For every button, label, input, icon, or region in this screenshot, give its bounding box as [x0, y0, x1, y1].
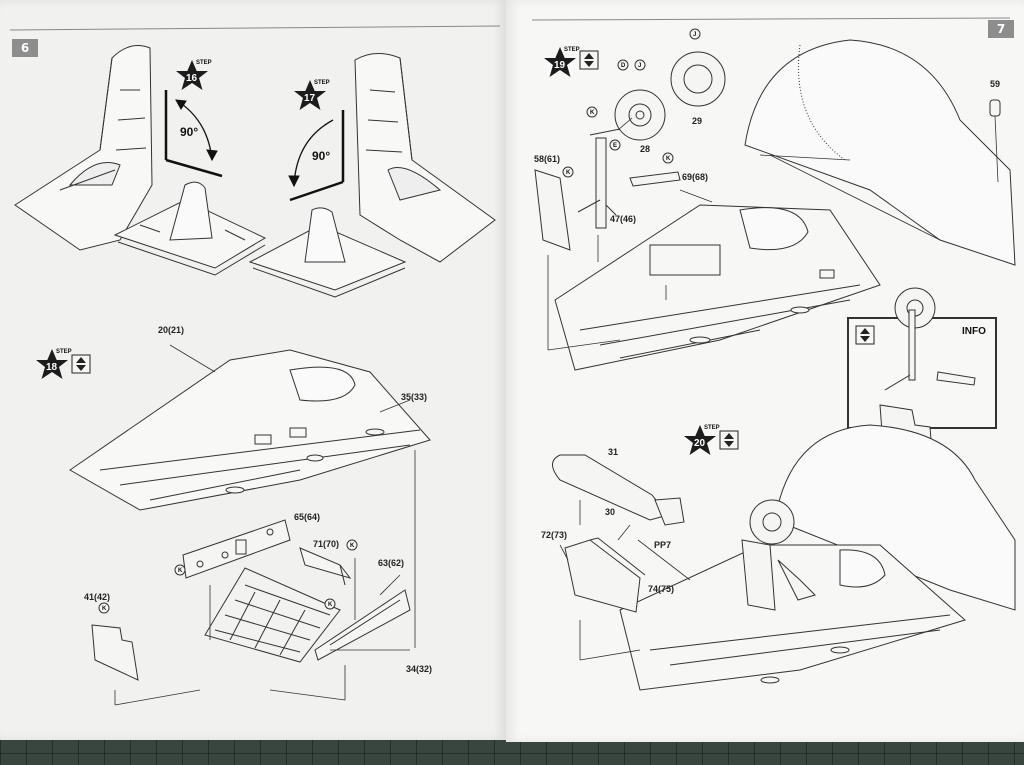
leader-lines-20	[559, 500, 691, 661]
angle-label-17: 90°	[312, 149, 330, 163]
svg-text:K: K	[666, 156, 671, 162]
svg-text:K: K	[590, 110, 595, 116]
fuselage-20	[774, 424, 1016, 611]
part-label-72-73: 72(73)	[541, 530, 567, 540]
wheel-hub-29	[670, 51, 726, 107]
wing-panel-63	[314, 589, 411, 661]
svg-text:K: K	[350, 543, 355, 549]
svg-text:STEP: STEP	[314, 80, 330, 86]
part-label-35-33: 35(33)	[401, 392, 427, 402]
angle-guide-16	[164, 90, 223, 178]
part-label-31: 31	[608, 447, 618, 457]
part-label-41-42: 41(42)	[84, 592, 110, 602]
part-label-30: 30	[605, 507, 615, 517]
tail-fin-left	[14, 45, 153, 251]
svg-text:STEP: STEP	[56, 349, 72, 355]
svg-text:17: 17	[304, 93, 316, 104]
step-badge-19: 19 STEP	[544, 47, 599, 77]
part-label-20-21: 20(21)	[158, 325, 184, 335]
svg-text:STEP: STEP	[704, 425, 720, 431]
step-badge-20: 20 STEP	[684, 425, 739, 455]
small-part-59	[989, 99, 1001, 117]
part-label-71-70: 71(70)	[313, 539, 339, 549]
svg-text:K: K	[328, 602, 333, 608]
stabilizer-right	[248, 207, 407, 298]
part-label-29: 29	[692, 116, 702, 126]
page-number-left: 6	[12, 39, 38, 57]
step-badge-17: 17 STEP	[294, 80, 330, 110]
info-label: INFO	[962, 326, 986, 337]
wheel-28	[614, 89, 666, 141]
gear-door-41	[91, 624, 139, 681]
step-badge-16: 16 STEP	[176, 60, 212, 90]
svg-text:STEP: STEP	[564, 47, 580, 53]
svg-text:16: 16	[186, 73, 198, 84]
gear-doors-72-74	[564, 537, 646, 613]
svg-text:19: 19	[554, 60, 566, 71]
svg-text:K: K	[178, 568, 183, 574]
info-box: INFO	[847, 287, 997, 454]
angle-guide-17	[288, 110, 345, 202]
page-number-right: 7	[988, 20, 1014, 38]
wing-section-18	[69, 349, 431, 511]
svg-text:18: 18	[46, 362, 58, 373]
wing-section-19	[554, 204, 881, 371]
fuselage-19	[744, 39, 1016, 266]
callout-tags: K D J E K K K K K K J	[98, 28, 701, 614]
part-label-74-75: 74(75)	[648, 584, 674, 594]
wheel-well-insert	[204, 567, 341, 663]
svg-text:J: J	[693, 32, 696, 38]
svg-text:STEP: STEP	[196, 60, 212, 66]
svg-text:E: E	[613, 143, 617, 149]
part-label-65-64: 65(64)	[294, 512, 320, 522]
retraction-arm-69	[629, 171, 681, 187]
svg-text:J: J	[638, 63, 641, 69]
gear-door-58	[534, 169, 571, 251]
svg-text:K: K	[102, 606, 107, 612]
part-71-piece	[299, 547, 352, 586]
part-label-69-68: 69(68)	[682, 172, 708, 182]
gear-leg-20	[741, 499, 816, 611]
svg-text:20: 20	[694, 438, 706, 449]
svg-text:D: D	[621, 63, 626, 69]
oleo-strut-47	[577, 127, 626, 229]
drop-tank-31	[552, 454, 685, 526]
tail-fin-right	[354, 53, 496, 263]
leader-lines-19	[547, 115, 999, 351]
part-label-58-61: 58(61)	[534, 154, 560, 164]
part-label-34-32: 34(32)	[406, 664, 432, 674]
svg-text:K: K	[566, 170, 571, 176]
part-label-63-62: 63(62)	[378, 558, 404, 568]
leader-lines-18	[114, 344, 416, 706]
step-badge-18: 18 STEP	[36, 349, 91, 379]
header-rule-left	[9, 25, 501, 31]
part-label-59: 59	[990, 79, 1000, 89]
part-label-pp7: PP7	[654, 540, 671, 550]
stabilizer-left	[113, 181, 267, 276]
wing-section-20	[619, 544, 967, 691]
part-label-28: 28	[640, 144, 650, 154]
bay-bulkhead-65	[182, 519, 291, 579]
header-rule-right	[531, 17, 1011, 21]
part-label-47-46: 47(46)	[610, 214, 636, 224]
angle-label-16: 90°	[180, 125, 198, 139]
